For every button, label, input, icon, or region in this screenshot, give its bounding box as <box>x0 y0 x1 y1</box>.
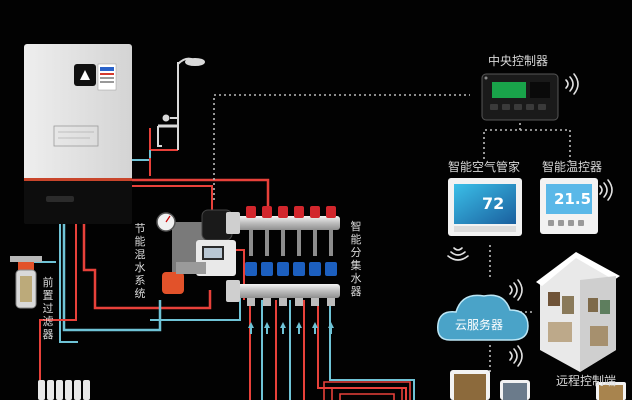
smart-air-manager-label: 智能空气管家 <box>448 160 521 174</box>
central-controller-label: 中央控制器 <box>488 54 549 68</box>
wifi-icon <box>447 73 613 367</box>
pipe-shower-hot <box>149 128 178 151</box>
floor-heating-coil <box>323 381 411 400</box>
pipe-pump-cold <box>150 296 241 321</box>
floor-loop-pipes <box>249 300 415 400</box>
mixing-pump-assembly <box>156 209 236 294</box>
central-controller-device <box>481 73 559 121</box>
manifold-blue-actuators <box>245 262 337 276</box>
cloud-icon <box>437 294 529 341</box>
remote-control-label: 远程控制端 <box>556 374 617 388</box>
air-manager-temp: 72 <box>482 194 505 213</box>
energy-saving-pump-label: 节能混水系统 <box>134 222 146 300</box>
pipe-boiler-cold-2 <box>59 222 78 343</box>
pre-filter <box>10 256 42 309</box>
smart-thermostat-device <box>540 178 598 234</box>
pipe-boiler-hot <box>82 222 212 310</box>
shower-icon <box>157 57 205 150</box>
smart-air-manager-device <box>448 178 522 236</box>
control-lines <box>213 94 571 372</box>
house-icon <box>536 252 620 372</box>
pipe-radiator-red <box>39 222 77 380</box>
pipe-boiler-cold <box>62 222 162 332</box>
manifold-red-valves <box>246 206 336 218</box>
pre-filter-label: 前置过滤器 <box>42 276 54 341</box>
cloud-server-label: 云服务器 <box>455 318 504 332</box>
thermostat-temp: 21.5 <box>554 190 592 208</box>
pipe-hot-top <box>124 178 270 208</box>
wall-boiler <box>24 44 132 224</box>
radiator-icon <box>38 380 90 400</box>
pipe-hot-top-2 <box>124 185 213 210</box>
smart-thermostat-label: 智能温控器 <box>542 160 603 174</box>
smart-manifold-label: 智能分集水器 <box>350 220 362 298</box>
manifold <box>226 206 340 334</box>
phone-icon <box>450 370 626 400</box>
